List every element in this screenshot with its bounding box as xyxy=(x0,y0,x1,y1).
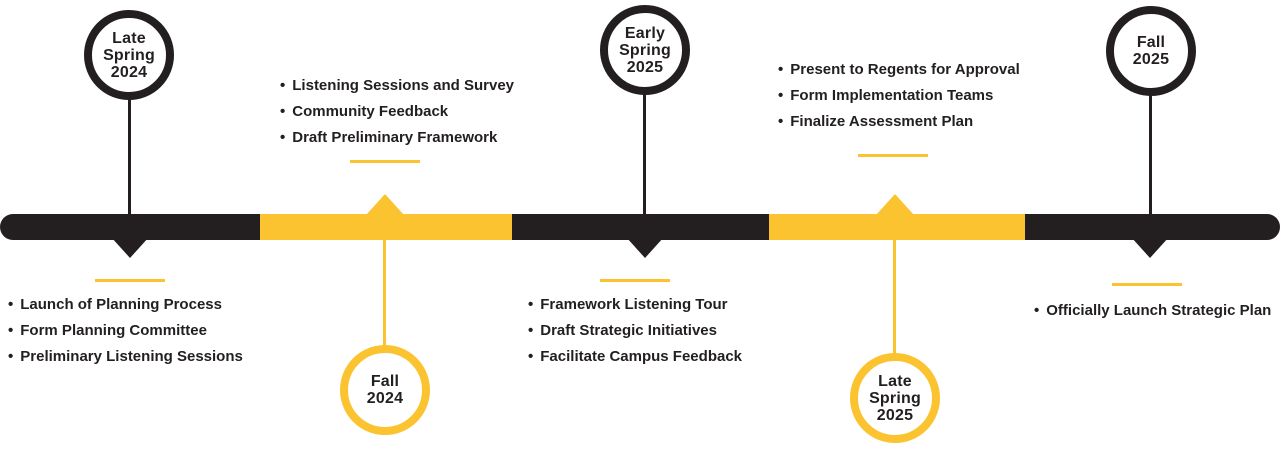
bullet-list-late-spring-2025: • Present to Regents for Approval • Form I… xyxy=(778,57,1020,135)
bullet-list-late-spring-2024: • Launch of Planning Process • Form Planni… xyxy=(8,292,243,370)
date-line: 2024 xyxy=(110,63,148,81)
date-line: Fall xyxy=(370,373,400,390)
bullet-item: • Community Feedback xyxy=(280,99,514,125)
date-line: Early xyxy=(624,24,666,42)
date-line: Fall xyxy=(1136,34,1166,51)
arrow-up-icon-late-spring-2025 xyxy=(876,194,914,215)
bullet-marker-icon: • xyxy=(280,103,286,120)
bullet-text: Form Implementation Teams xyxy=(790,87,994,104)
bullet-marker-icon: • xyxy=(778,113,784,130)
accent-dash-early-spring-2025 xyxy=(600,279,670,282)
bullet-marker-icon: • xyxy=(8,348,14,365)
bullet-text: Draft Strategic Initiatives xyxy=(540,322,717,339)
connector-line-fall-2024 xyxy=(383,228,386,350)
bullet-item: • Draft Preliminary Framework xyxy=(280,125,514,151)
milestone-circle-early-spring-2025: Early Spring 2025 xyxy=(600,5,690,95)
bullet-marker-icon: • xyxy=(778,87,784,104)
milestone-circle-fall-2025: Fall 2025 xyxy=(1106,6,1196,96)
bullet-item: • Present to Regents for Approval xyxy=(778,57,1020,83)
bullet-marker-icon: • xyxy=(280,129,286,146)
date-line: Spring xyxy=(103,46,155,64)
date-line: Spring xyxy=(869,389,921,407)
bullet-list-early-spring-2025: • Framework Listening Tour • Draft Strateg… xyxy=(528,292,742,370)
bullet-text: Form Planning Committee xyxy=(20,322,207,339)
date-line: Spring xyxy=(619,41,671,59)
bullet-marker-icon: • xyxy=(280,77,286,94)
accent-dash-late-spring-2024 xyxy=(95,279,165,282)
date-line: 2025 xyxy=(626,58,664,76)
bullet-marker-icon: • xyxy=(528,322,534,339)
milestone-date: Early Spring 2025 xyxy=(619,25,671,76)
milestone-date: Late Spring 2024 xyxy=(103,30,155,81)
bullet-text: Officially Launch Strategic Plan xyxy=(1046,302,1272,319)
bullet-marker-icon: • xyxy=(8,296,14,313)
date-line: 2025 xyxy=(1132,51,1170,68)
bar-segment-4 xyxy=(769,214,1025,240)
bullet-item: • Preliminary Listening Sessions xyxy=(8,344,243,370)
date-line: 2024 xyxy=(366,390,404,407)
date-line: Late xyxy=(112,29,146,47)
bullet-item: • Listening Sessions and Survey xyxy=(280,73,514,99)
arrow-down-icon-late-spring-2024 xyxy=(111,237,149,258)
bar-segment-2 xyxy=(260,214,512,240)
bullet-text: Community Feedback xyxy=(292,103,449,120)
bullet-item: • Officially Launch Strategic Plan xyxy=(1034,298,1271,324)
connector-line-late-spring-2025 xyxy=(893,228,896,358)
accent-dash-fall-2025 xyxy=(1112,283,1182,286)
bullet-list-fall-2025: • Officially Launch Strategic Plan xyxy=(1034,298,1271,324)
bullet-marker-icon: • xyxy=(528,296,534,313)
timeline-bar xyxy=(0,214,1280,240)
bullet-marker-icon: • xyxy=(528,348,534,365)
bullet-text: Finalize Assessment Plan xyxy=(790,113,974,130)
milestone-date: Fall 2025 xyxy=(1133,34,1169,68)
milestone-circle-fall-2024: Fall 2024 xyxy=(340,345,430,435)
connector-line-early-spring-2025 xyxy=(643,93,646,221)
bullet-text: Facilitate Campus Feedback xyxy=(540,348,743,365)
date-line: Late xyxy=(878,372,912,390)
bullet-item: • Form Planning Committee xyxy=(8,318,243,344)
arrow-down-icon-early-spring-2025 xyxy=(626,237,664,258)
date-line: 2025 xyxy=(876,406,914,424)
bullet-item: • Draft Strategic Initiatives xyxy=(528,318,742,344)
bar-segment-5 xyxy=(1025,214,1280,240)
bar-segment-1 xyxy=(0,214,260,240)
bullet-marker-icon: • xyxy=(778,61,784,78)
connector-line-late-spring-2024 xyxy=(128,92,131,222)
arrow-up-icon-fall-2024 xyxy=(366,194,404,215)
connector-line-fall-2025 xyxy=(1149,94,1152,220)
bullet-text: Draft Preliminary Framework xyxy=(292,129,498,146)
bullet-list-fall-2024: • Listening Sessions and Survey • Communit… xyxy=(280,73,514,151)
bullet-text: Listening Sessions and Survey xyxy=(292,77,514,94)
accent-dash-fall-2024 xyxy=(350,160,420,163)
bullet-item: • Framework Listening Tour xyxy=(528,292,742,318)
milestone-circle-late-spring-2024: Late Spring 2024 xyxy=(84,10,174,100)
bullet-text: Launch of Planning Process xyxy=(20,296,222,313)
bullet-item: • Launch of Planning Process xyxy=(8,292,243,318)
bullet-text: Preliminary Listening Sessions xyxy=(20,348,243,365)
bullet-text: Present to Regents for Approval xyxy=(790,61,1020,78)
bullet-item: • Facilitate Campus Feedback xyxy=(528,344,742,370)
bullet-item: • Finalize Assessment Plan xyxy=(778,109,1020,135)
arrow-down-icon-fall-2025 xyxy=(1131,237,1169,258)
bar-segment-3 xyxy=(512,214,769,240)
milestone-circle-late-spring-2025: Late Spring 2025 xyxy=(850,353,940,443)
milestone-date: Late Spring 2025 xyxy=(869,373,921,424)
bullet-text: Framework Listening Tour xyxy=(540,296,728,313)
bullet-item: • Form Implementation Teams xyxy=(778,83,1020,109)
bullet-marker-icon: • xyxy=(1034,302,1040,319)
milestone-date: Fall 2024 xyxy=(367,373,403,407)
accent-dash-late-spring-2025 xyxy=(858,154,928,157)
bullet-marker-icon: • xyxy=(8,322,14,339)
